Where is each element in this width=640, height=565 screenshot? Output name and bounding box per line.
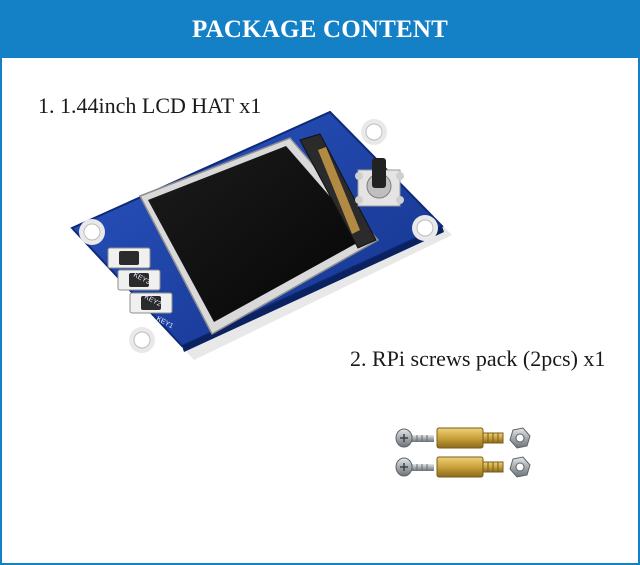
header-banner: PACKAGE CONTENT <box>2 2 638 58</box>
lcd-screen <box>138 133 380 336</box>
push-button-key3 <box>107 247 151 269</box>
mounting-hole-icon <box>412 215 438 241</box>
screw-set-2 <box>395 456 531 478</box>
item-label-screws-pack: 2. RPi screws pack (2pcs) x1 <box>350 346 606 371</box>
push-button-key2 <box>117 269 161 291</box>
screw-icon <box>395 457 434 477</box>
mounting-hole-icon <box>361 119 387 145</box>
header-title: PACKAGE CONTENT <box>191 16 449 43</box>
screw-icon <box>395 428 434 448</box>
brass-standoff-icon <box>436 456 504 478</box>
item-label-lcd-hat: 1. 1.44inch LCD HAT x1 <box>38 93 262 118</box>
brass-standoff-icon <box>436 427 504 449</box>
hex-nut-icon <box>509 456 531 478</box>
hex-nut-icon <box>509 427 531 449</box>
mounting-hole-icon <box>79 219 105 245</box>
mounting-hole-icon <box>129 327 155 353</box>
push-button-key1 <box>129 292 173 314</box>
joystick-icon <box>355 158 404 207</box>
screw-set-1 <box>395 427 531 449</box>
lcd-hat-board: KEY3 KEY2 KEY1 <box>70 110 452 360</box>
